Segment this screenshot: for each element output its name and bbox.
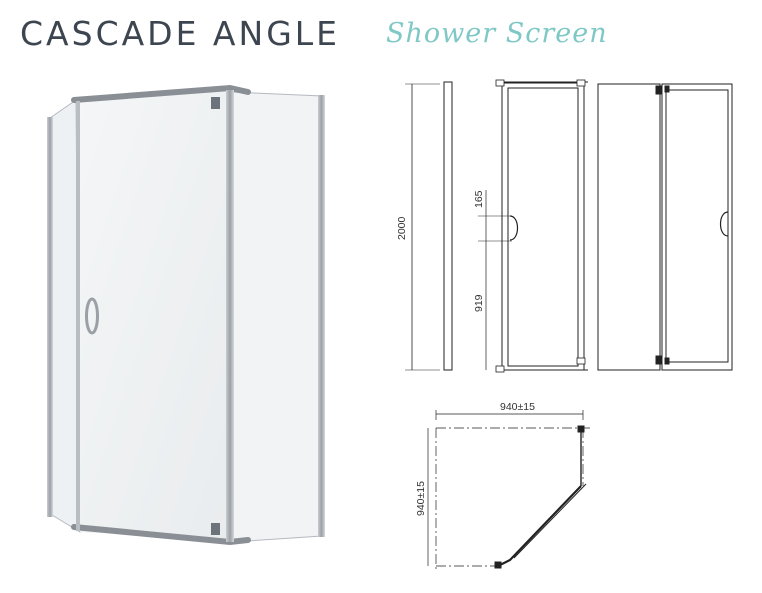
plan-width-label: 940±15	[500, 401, 535, 413]
product-subtitle: Shower Screen	[386, 18, 608, 49]
door-handle	[85, 297, 99, 335]
front-elevation-drawing	[405, 79, 588, 373]
height-dimension-label: 2000	[396, 216, 408, 240]
plan-view-drawing	[427, 410, 590, 572]
bottom-hinge-icon	[211, 523, 220, 535]
shower-render	[47, 84, 325, 546]
left-glass-panel	[49, 99, 81, 533]
door-glass-panel	[78, 90, 228, 540]
right-glass-panel	[231, 91, 323, 543]
door-left-edge	[76, 101, 80, 531]
hinge-profile	[226, 90, 234, 542]
top-hinge-icon	[211, 97, 220, 109]
side-elevation-drawing	[597, 83, 733, 371]
left-profile	[47, 117, 53, 517]
handle-offset-label: 165	[473, 190, 485, 208]
plan-depth-label: 940±15	[415, 481, 427, 516]
wall-profile	[318, 95, 325, 537]
handle-height-label: 919	[473, 294, 485, 312]
product-title: CASCADE ANGLE	[20, 14, 340, 53]
top-frame	[71, 84, 251, 103]
